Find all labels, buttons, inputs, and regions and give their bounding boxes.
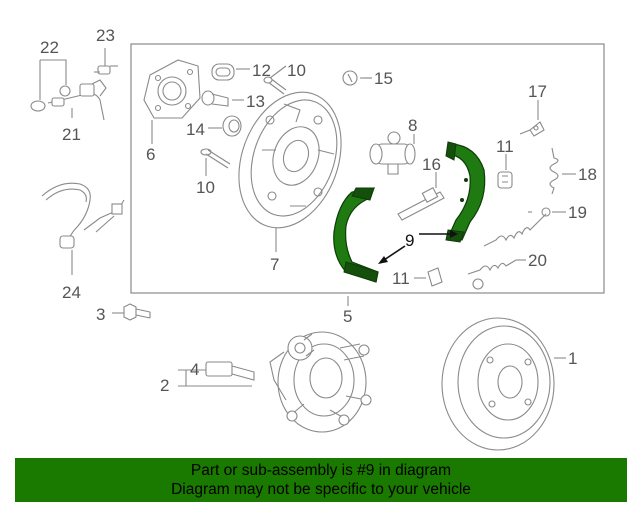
callout-2: 2 — [160, 376, 169, 395]
part-13-bolt — [201, 90, 244, 107]
part-22-clips — [30, 59, 71, 112]
callout-24: 24 — [62, 283, 81, 302]
part-3-bolt — [112, 303, 151, 321]
part-14-nut — [208, 115, 242, 137]
part-9-callout-leaders — [378, 230, 458, 264]
callout-1: 1 — [568, 349, 577, 368]
part-9-brake-shoe-right — [445, 141, 486, 243]
callout-3: 3 — [96, 305, 105, 324]
callout-16: 16 — [422, 155, 441, 174]
callout-21: 21 — [62, 125, 81, 144]
part-12-grommet — [211, 63, 250, 81]
part-16-adjuster — [397, 172, 445, 221]
callout-17: 17 — [528, 82, 547, 101]
callout-18: 18 — [578, 165, 597, 184]
part-6-gasket — [143, 59, 201, 144]
part-18-spring — [549, 147, 576, 195]
label-leaders — [110, 65, 532, 213]
callout-8: 8 — [408, 116, 417, 135]
callout-10-bottom: 10 — [196, 178, 215, 197]
callout-7: 7 — [270, 255, 279, 274]
callout-4: 4 — [190, 360, 199, 379]
part-20-spring — [467, 259, 526, 290]
part-4-wheel-stud — [205, 361, 255, 381]
part-7-backing-plate — [238, 91, 342, 252]
part-11-retainer-top — [497, 154, 513, 189]
part-10-pin-bottom — [200, 148, 231, 176]
callout-9: 9 — [405, 231, 414, 250]
callout-12: 12 — [252, 61, 271, 80]
callout-11-bottom: 11 — [392, 269, 410, 288]
sub-assembly-box — [130, 43, 605, 294]
callout-23: 23 — [96, 26, 115, 45]
part-1-brake-drum — [441, 317, 566, 451]
callout-19: 19 — [568, 203, 587, 222]
hub-assembly — [269, 331, 372, 433]
part-10-pin-top — [263, 76, 287, 95]
callout-6: 6 — [146, 145, 155, 164]
part-17-clip — [519, 100, 545, 137]
part-24-speed-sensor-cable — [41, 182, 125, 275]
part-9-brake-shoe-left — [333, 187, 379, 283]
part-8-wheel-cylinder — [369, 131, 416, 175]
banner-line-1: Part or sub-assembly is #9 in diagram — [190, 462, 452, 479]
part-19-spring — [483, 207, 566, 247]
part-21-sensor-wire — [47, 79, 107, 121]
callout-10-top: 10 — [287, 61, 306, 80]
callout-14: 14 — [186, 120, 205, 139]
callout-20: 20 — [528, 251, 547, 270]
parts-diagram: 1 2 3 4 5 6 7 8 9 10 10 11 11 12 13 14 1… — [30, 26, 605, 451]
callout-15: 15 — [374, 69, 393, 88]
part-23-bolt — [94, 48, 111, 75]
callout-13: 13 — [246, 92, 265, 111]
part-2-4-bracket — [178, 369, 252, 387]
info-banner: Part or sub-assembly is #9 in diagram Di… — [15, 458, 627, 502]
callout-5: 5 — [343, 307, 352, 326]
banner-line-2: Diagram may not be specific to your vehi… — [171, 481, 471, 498]
callout-22: 22 — [40, 38, 59, 57]
callout-11-top: 11 — [496, 137, 514, 156]
part-11-retainer-bottom — [414, 267, 443, 287]
